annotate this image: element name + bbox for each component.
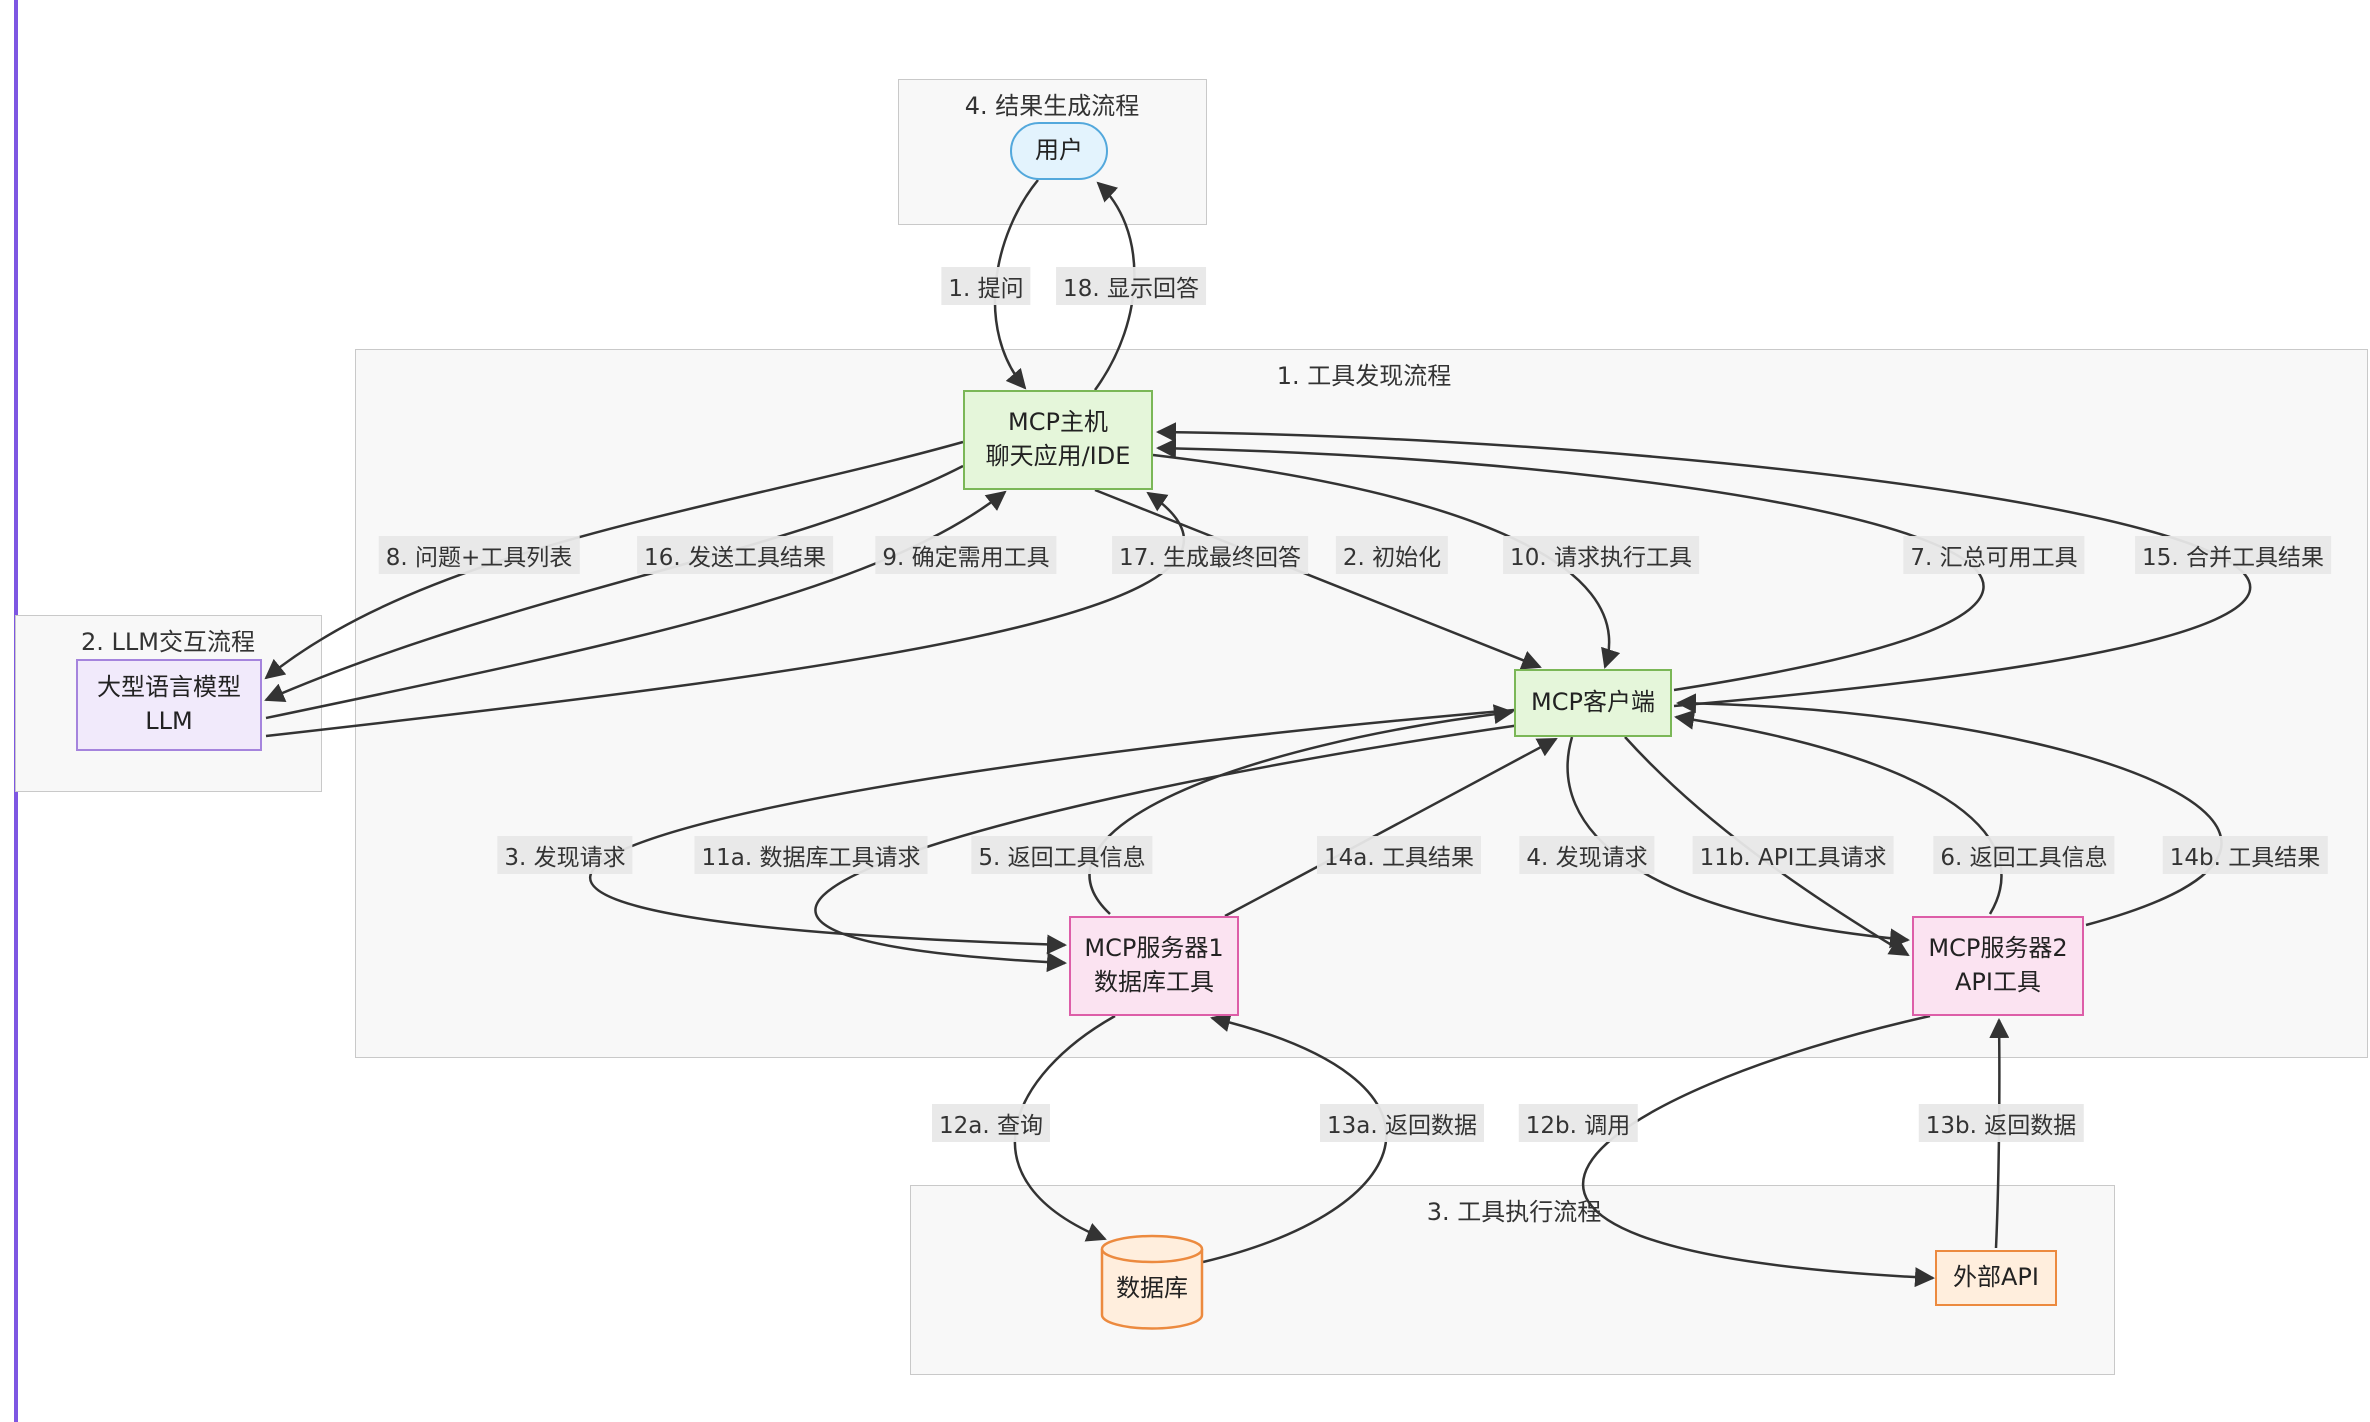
edge-label-18-show-answer: 18. 显示回答 — [1056, 267, 1206, 305]
llm-node: 大型语言模型 LLM — [76, 659, 262, 751]
mcp-server1-label-line1: MCP服务器1 — [1084, 934, 1224, 963]
edge-9-decide-tools — [265, 490, 1007, 720]
database-cylinder-icon — [1100, 1234, 1204, 1330]
external-api-label: 外部API — [1953, 1263, 2039, 1292]
mcp-client-label: MCP客户端 — [1531, 688, 1655, 717]
edge-label-8-question-tools: 8. 问题+工具列表 — [378, 536, 580, 574]
edge-5-return-tool-info-1 — [1088, 704, 1514, 915]
edge-2-initialize — [1094, 488, 1542, 670]
edge-label-3-discover-1: 3. 发现请求 — [497, 836, 633, 874]
user-label: 用户 — [1035, 136, 1083, 165]
external-api-node: 外部API — [1935, 1250, 2057, 1306]
mcp-host-node: MCP主机 聊天应用/IDE — [963, 390, 1153, 490]
edge-6-return-tool-info-2 — [1674, 709, 2003, 915]
edge-label-2-initialize: 2. 初始化 — [1335, 536, 1449, 574]
edge-label-16-send-results: 16. 发送工具结果 — [637, 536, 833, 574]
edge-13a-return-data — [1202, 1012, 1388, 1264]
edge-7-aggregate-tools — [1156, 438, 1985, 692]
edge-14a-tool-result — [1224, 737, 1558, 918]
edge-label-7-aggregate: 7. 汇总可用工具 — [1903, 536, 2085, 574]
subgraph-title-result-flow: 4. 结果生成流程 — [964, 92, 1140, 120]
mcp-host-label-line2: 聊天应用/IDE — [985, 442, 1131, 470]
edge-14b-tool-result — [1676, 693, 2223, 927]
edge-15-merge-results — [1156, 422, 2252, 708]
edge-label-5-tool-info-1: 5. 返回工具信息 — [971, 836, 1153, 874]
mcp-server2-label-line1: MCP服务器2 — [1928, 934, 2068, 963]
database-label: 数据库 — [1116, 1274, 1188, 1303]
edge-label-15-merge: 15. 合并工具结果 — [2135, 536, 2331, 574]
subgraph-title-llm-interaction-flow: 2. LLM交互流程 — [81, 628, 255, 656]
edge-label-12b-call: 12b. 调用 — [1518, 1104, 1638, 1142]
user-node: 用户 — [1010, 122, 1108, 180]
edge-label-13b-return-data: 13b. 返回数据 — [1918, 1104, 2084, 1142]
llm-label-line2: LLM — [145, 707, 193, 735]
mcp-server1-label-line2: 数据库工具 — [1094, 968, 1214, 996]
edge-label-13a-return-data: 13a. 返回数据 — [1320, 1104, 1484, 1142]
llm-label-line1: 大型语言模型 — [97, 673, 241, 702]
subgraph-llm-interaction-flow — [15, 615, 322, 792]
mcp-server1-node: MCP服务器1 数据库工具 — [1069, 916, 1239, 1016]
edge-3-discover-request-1 — [589, 708, 1515, 955]
edge-label-1-question: 1. 提问 — [941, 267, 1031, 305]
edge-label-12a-query: 12a. 查询 — [932, 1104, 1050, 1142]
mcp-client-node: MCP客户端 — [1514, 669, 1672, 737]
edge-label-11a-db-request: 11a. 数据库工具请求 — [694, 836, 928, 874]
subgraph-title-tool-execution-flow: 3. 工具执行流程 — [1426, 1198, 1602, 1226]
edge-label-6-tool-info-2: 6. 返回工具信息 — [1933, 836, 2115, 874]
edge-label-4-discover-2: 4. 发现请求 — [1519, 836, 1655, 874]
edge-label-11b-api-request: 11b. API工具请求 — [1692, 836, 1894, 874]
edge-12b-call — [1581, 1014, 1935, 1288]
edge-label-14a-tool-result: 14a. 工具结果 — [1317, 836, 1481, 874]
mcp-server2-node: MCP服务器2 API工具 — [1912, 916, 2084, 1016]
mcp-server2-label-line2: API工具 — [1955, 968, 2041, 996]
database-node: 数据库 — [1099, 1232, 1205, 1332]
edge-8-question-plus-tools — [264, 440, 964, 680]
subgraph-title-tool-discovery-flow: 1. 工具发现流程 — [1276, 362, 1452, 390]
edge-10-request-exec-tool — [1152, 453, 1621, 669]
edge-label-14b-tool-result: 14b. 工具结果 — [2162, 836, 2328, 874]
edge-label-17-final-answer: 17. 生成最终回答 — [1112, 536, 1308, 574]
edge-label-10-exec-tool: 10. 请求执行工具 — [1503, 536, 1699, 574]
edge-label-9-decide-tools: 9. 确定需用工具 — [875, 536, 1057, 574]
mcp-host-label-line1: MCP主机 — [1008, 408, 1108, 437]
edge-16-send-tool-results — [264, 464, 964, 703]
